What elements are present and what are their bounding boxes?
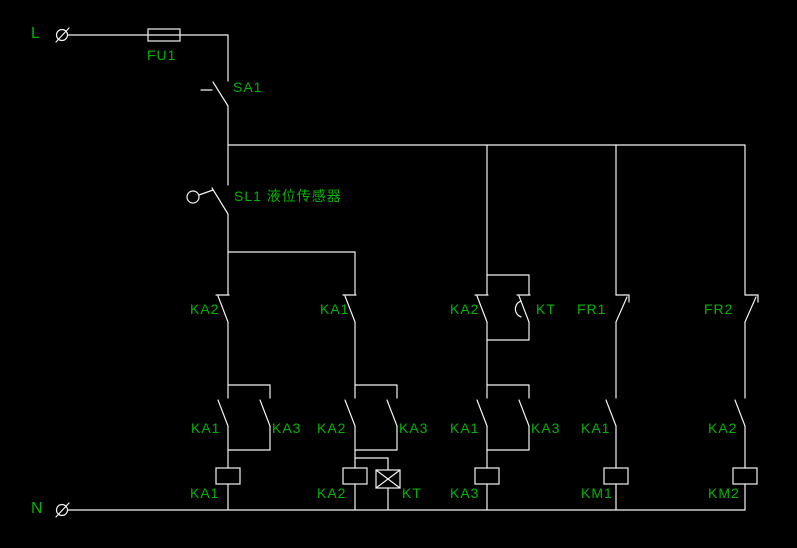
line-terminal-label: L xyxy=(31,25,41,42)
row2-contact-label-br3-left: KA1 xyxy=(450,420,480,436)
coil-label-km1: KM1 xyxy=(581,485,613,501)
row2-contact-label-br2-right: KA3 xyxy=(399,420,429,436)
timer-coil-kt-symbol xyxy=(354,457,401,511)
row2-contact-label-br2-left: KA2 xyxy=(317,420,347,436)
row1-contact-label-br2: KA1 xyxy=(320,301,350,317)
row1-contact-label-br1: KA2 xyxy=(190,301,220,317)
row2-contact-label-br1-left: KA1 xyxy=(191,420,221,436)
row1-contact-symbol-fr1 xyxy=(615,294,630,399)
sensor-sl1-symbol xyxy=(186,187,229,296)
row2-contact-br5 xyxy=(734,399,746,469)
coil-km1-symbol xyxy=(603,467,629,511)
row2-contact-label-br4: KA1 xyxy=(581,420,611,436)
coil-label-kt: KT xyxy=(402,485,422,501)
row1-contact-symbol-ka2-br3 xyxy=(474,274,530,399)
row2-contact-label-br1-right: KA3 xyxy=(272,420,302,436)
row1-contact-label-fr2: FR2 xyxy=(704,301,734,317)
coil-ka1-symbol xyxy=(215,467,241,511)
row1-contact-label-fr1: FR1 xyxy=(577,301,607,317)
switch-sa1-label: SA1 xyxy=(233,79,263,95)
distribution-rail-upper xyxy=(227,144,746,296)
sensor-sl1-label: SL1 液位传感器 xyxy=(234,188,342,204)
fuse-fu1-label: FU1 xyxy=(147,47,177,63)
coil-ka2-symbol xyxy=(342,467,368,511)
neutral-terminal-label: N xyxy=(31,500,44,517)
distribution-rail-lower xyxy=(227,251,356,296)
coil-km2-symbol xyxy=(732,467,758,511)
row1-contact-symbol-kt-timed xyxy=(486,294,531,341)
row1-contact-symbol-fr2 xyxy=(744,294,759,399)
row1-contact-label-kt: KT xyxy=(536,301,556,317)
row2-contact-br4 xyxy=(605,399,617,469)
row2-parallel-br2 xyxy=(344,384,398,469)
coil-label-ka3: KA3 xyxy=(450,485,480,501)
row2-contact-label-br5: KA2 xyxy=(708,420,738,436)
coil-label-ka2: KA2 xyxy=(317,485,347,501)
coil-label-ka1: KA1 xyxy=(190,485,220,501)
coil-ka3-symbol xyxy=(474,467,500,511)
row1-contact-label-br3: KA2 xyxy=(450,301,480,317)
row2-parallel-br1 xyxy=(217,384,271,469)
row2-parallel-br3 xyxy=(476,384,530,469)
fuse-fu1-symbol xyxy=(147,28,181,42)
switch-sa1-symbol xyxy=(200,34,229,186)
coil-label-km2: KM2 xyxy=(708,485,740,501)
row2-contact-label-br3-right: KA3 xyxy=(531,420,561,436)
